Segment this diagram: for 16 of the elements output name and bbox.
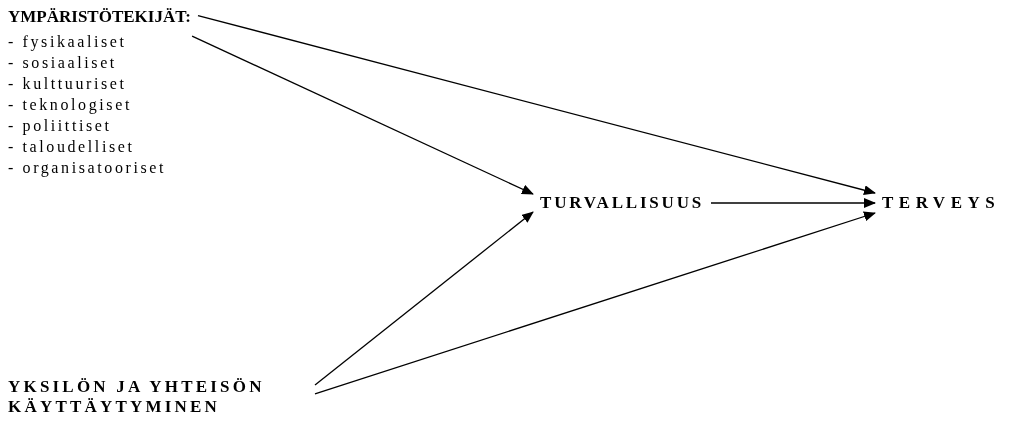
list-item: - kulttuuriset xyxy=(8,74,127,94)
list-item: - fysikaaliset xyxy=(8,32,127,52)
arrow xyxy=(191,35,534,195)
list-item: - sosiaaliset xyxy=(8,53,117,73)
node-label: TERVEYS xyxy=(882,193,1001,213)
arrow xyxy=(314,211,876,395)
arrow xyxy=(197,14,876,196)
list-item: - taloudelliset xyxy=(8,137,135,157)
list-item: - teknologiset xyxy=(8,95,132,115)
node-label: TURVALLISUUS xyxy=(540,193,704,213)
arrow xyxy=(710,198,876,208)
list-item: - organisatooriset xyxy=(8,158,167,178)
heading: YMPÄRISTÖTEKIJÄT: xyxy=(8,7,191,27)
node-label: YKSILÖN JA YHTEISÖN KÄYTTÄYTYMINEN xyxy=(8,377,266,417)
arrow xyxy=(314,211,534,386)
list-item: - poliittiset xyxy=(8,116,112,136)
